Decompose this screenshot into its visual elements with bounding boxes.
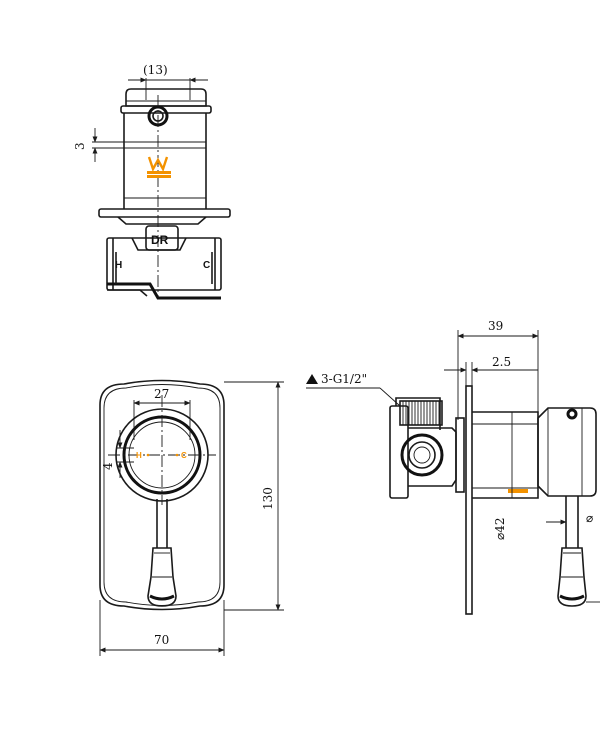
dial-dimension: 27 bbox=[154, 387, 169, 401]
wm-logo-icon bbox=[147, 156, 171, 178]
triangle-icon bbox=[306, 374, 318, 384]
top-height-dimension: 3 bbox=[73, 142, 87, 150]
thread-icon bbox=[399, 400, 443, 426]
side-plate-dimension: 2.5 bbox=[492, 355, 511, 369]
side-depth-dimension: 39 bbox=[488, 319, 503, 333]
side-view: 39 2.5 3-G1/2" bbox=[306, 319, 600, 615]
diverter-label: DR bbox=[151, 233, 169, 247]
front-width-dimension: 70 bbox=[154, 633, 169, 647]
front-cold-label: C bbox=[181, 451, 187, 460]
top-view: (13) 3 bbox=[73, 63, 231, 300]
top-hot-label: H bbox=[115, 260, 122, 271]
front-view: H C 27 4 130 70 bbox=[99, 379, 284, 656]
side-handle-dimension: ⌀ bbox=[586, 511, 593, 525]
thread-dimension: 3-G1/2" bbox=[321, 372, 367, 386]
front-hot-label: H bbox=[136, 451, 142, 460]
side-diameter-dimension: ⌀42 bbox=[493, 518, 507, 541]
top-width-dimension: (13) bbox=[143, 63, 168, 77]
top-cold-label: C bbox=[203, 260, 210, 271]
front-gap-dimension: 4 bbox=[101, 462, 115, 470]
front-height-dimension: 130 bbox=[261, 487, 275, 510]
